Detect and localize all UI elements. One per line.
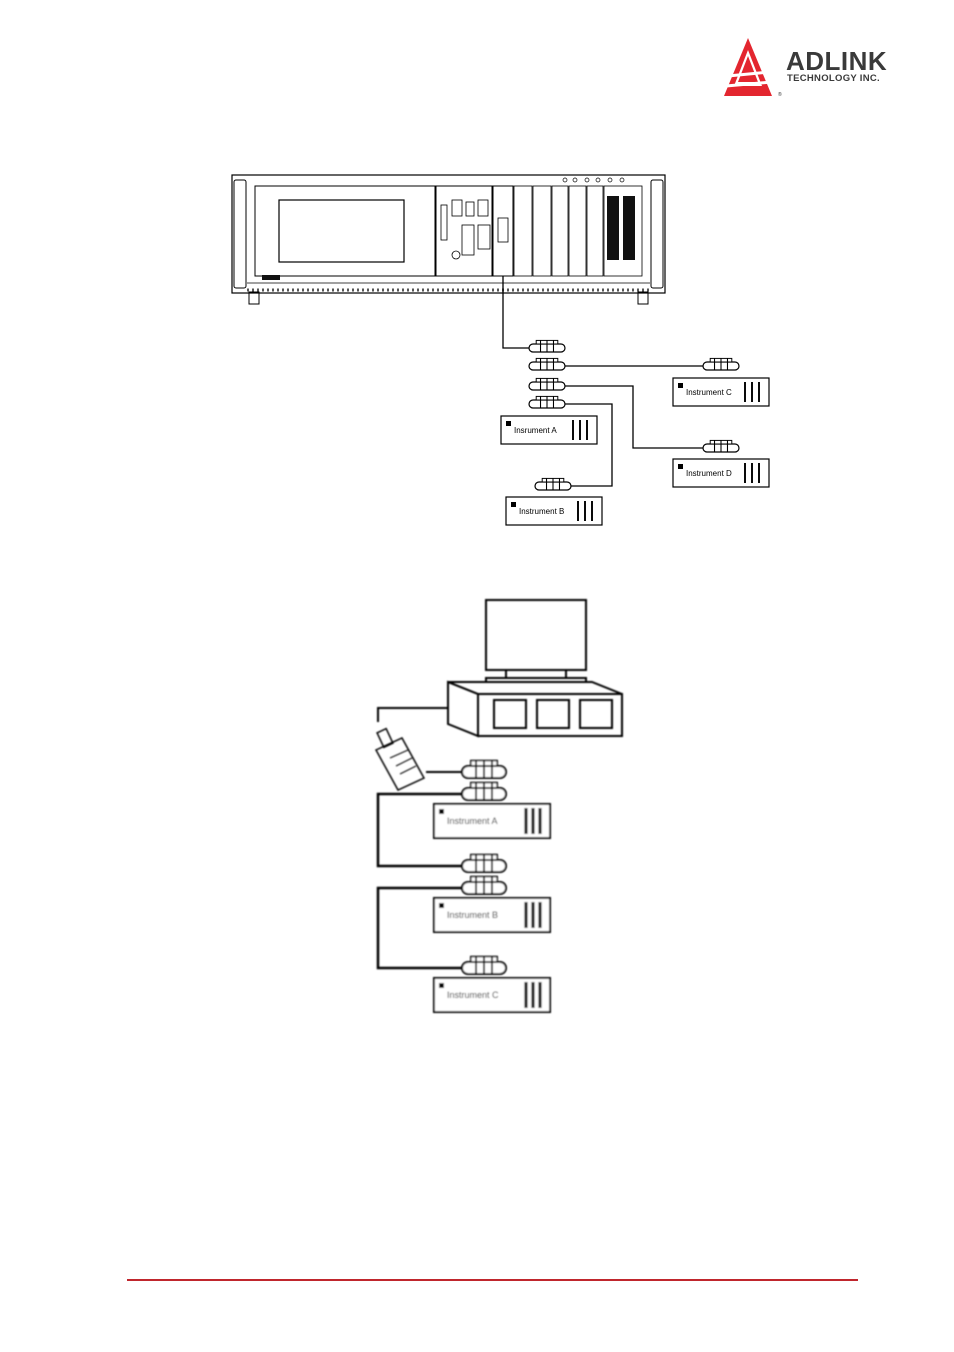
adlink-logo: ADLINK TECHNOLOGY INC. ® [724, 38, 887, 98]
pc-case [447, 680, 623, 738]
instrument-label: Instrument C [686, 388, 732, 397]
instrument-d-connector [702, 439, 740, 453]
pc-gpib-diagram: Instrument A Instrument B Instrument C [374, 599, 623, 1013]
gpib-cable-main [502, 276, 530, 349]
instrument-c: Instrument C [433, 977, 551, 1013]
instrument-label: Instrument D [686, 469, 732, 478]
instrument-b-connector [534, 477, 572, 491]
instrument-d: Instrument D [672, 458, 770, 488]
registered-mark: ® [778, 91, 782, 98]
pc-monitor [485, 599, 587, 683]
gpib-connector [528, 395, 566, 409]
instrument-a: Insrument A [500, 415, 598, 445]
gpib-connector [461, 781, 507, 801]
instrument-b: Instrument B [505, 496, 603, 526]
brand-tagline: TECHNOLOGY INC. [787, 73, 880, 84]
footer-rule [127, 1279, 858, 1281]
gpib-connector [528, 339, 566, 353]
instrument-c: Instrument C [672, 377, 770, 407]
instrument-label: Instrument B [519, 507, 564, 516]
adlink-triangle-icon [724, 38, 773, 96]
gpib-connector [461, 955, 507, 975]
chassis-gpib-diagram: Insrument A Instrument B Instrument C Instr… [231, 174, 770, 526]
instrument-label: Instrument C [447, 990, 499, 1000]
instrument-label: Instrument A [447, 816, 498, 826]
stacked-gpib-connectors [528, 339, 566, 409]
brand-name: ADLINK [786, 46, 887, 76]
instrument-b: Instrument B [433, 897, 551, 933]
daisy-chain-cables [376, 792, 462, 970]
instrument-a: Instrument A [433, 803, 551, 839]
gpib-connector [461, 853, 507, 873]
gpib-cables [562, 365, 705, 487]
instrument-c-connector [702, 357, 740, 371]
gpib-connector [461, 875, 507, 895]
instrument-label: Instrument B [447, 910, 498, 920]
gpib-connector [461, 759, 507, 779]
pxi-chassis [231, 174, 666, 305]
usb-cable [377, 707, 448, 722]
gpib-connector [528, 357, 566, 371]
usb-gpib-adapter-icon [374, 727, 426, 791]
gpib-connector [528, 377, 566, 391]
instrument-label: Insrument A [514, 426, 557, 435]
